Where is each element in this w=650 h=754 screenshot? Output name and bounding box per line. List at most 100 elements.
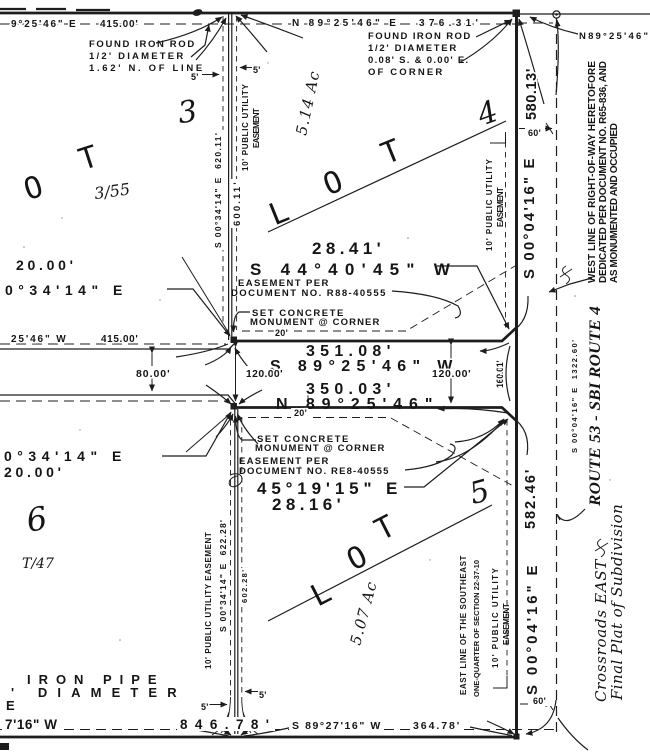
fan-ne-corner-3 xyxy=(554,19,561,96)
fan-top-corner-1 xyxy=(155,16,223,44)
fan-ne-corner-1 xyxy=(458,18,513,64)
monument-symbols xyxy=(0,9,609,750)
lot4-road-easement-bracket xyxy=(490,133,506,144)
fan-lot5-ne-2 xyxy=(435,420,504,463)
route-width-bottom: 60' xyxy=(533,696,546,706)
route-lot5-dist: 582.46' xyxy=(523,470,539,529)
leader-found-rod-left xyxy=(190,24,211,58)
easement-20-bottom: 20' xyxy=(294,408,307,418)
bottom-boundary-labels: 7'16" W 846.78' S 89°27'16" W 364.78' IR… xyxy=(3,672,461,734)
lot4-letter-o: O xyxy=(318,164,348,203)
street-east-width: 160.01' xyxy=(495,361,505,388)
east-quarter-note-2: ONE-QUARTER OF SECTION 22-37-10 xyxy=(472,560,481,697)
found-rod-right-note-3: 0.08' S. & 0.00' E. xyxy=(368,55,470,66)
leader-re8 xyxy=(404,443,456,471)
handwritten-title: Final Plat of Subdivision Crossroads EAS… xyxy=(592,503,626,702)
lot5-north-easement-dashed xyxy=(248,417,516,488)
corner-dist-2841: 28.41' xyxy=(312,239,382,258)
street-width-80: 80.00' xyxy=(136,368,170,380)
route-pue-top-2: EASEMENT xyxy=(496,187,505,227)
lot34-bearing-dist: S 00°34'14" E 620.11' xyxy=(213,133,223,248)
route-labels: S 00°04'16" E 580.13' 60' 10' PUBLIC UTI… xyxy=(459,61,620,708)
bottom-bearing-right: S 89°27'16" W xyxy=(292,720,381,732)
fan-sw-corner-3 xyxy=(215,413,234,438)
lot4-letter-t: T xyxy=(376,133,406,172)
street-width-left: 120.00' xyxy=(246,368,283,380)
street-width-right: 120.00' xyxy=(432,368,471,380)
fan-sw-corner-4 xyxy=(236,413,259,445)
line-break-loop xyxy=(228,473,243,488)
row-bearing-ne: N89°25'46" xyxy=(579,31,649,42)
fan-se-corner-1 xyxy=(486,720,515,735)
lot6-number: 6 xyxy=(23,499,50,540)
arrow-under-street-north xyxy=(479,342,510,354)
swoop-lot4-se xyxy=(510,295,529,333)
lot3-letter-o: O xyxy=(20,169,48,208)
easement-note-bot-1: EASEMENT PER xyxy=(239,456,329,467)
row-monument-circle xyxy=(552,10,561,19)
fan-nw-corner-1 xyxy=(204,346,232,366)
easement-lines xyxy=(242,132,516,690)
lot5-corner-labels: SET CONCRETE MONUMENT @ CORNER EASEMENT … xyxy=(239,434,397,514)
fan-ne-corner-2 xyxy=(518,18,545,105)
arc-se-corner xyxy=(525,699,557,736)
west-lower-label-1: 0°34'14" E xyxy=(4,448,125,464)
lot-underlines xyxy=(267,120,507,622)
lot4-letter-l: L xyxy=(264,194,294,233)
easement-note-2: DOCUMENT NO. R88-40555 xyxy=(231,288,386,299)
west-upper-label-2: 0°34'14" E xyxy=(5,282,126,298)
route-pue-top-1: 10' PUBLIC UTILITY xyxy=(485,159,494,251)
route-width-top: 60' xyxy=(528,128,541,138)
top-bearing-left: 9°25'46" E xyxy=(11,19,76,30)
route-row-note-3: AS MONUMENTED AND OCCUPIED xyxy=(609,123,620,283)
found-iron-rod-symbol xyxy=(192,9,203,16)
top-dist-right: 376.31' xyxy=(419,18,480,29)
set-monument-sw xyxy=(230,403,237,410)
lot34-offset-right: 5' xyxy=(253,65,261,75)
easement-note-1: EASEMENT PER xyxy=(238,278,329,289)
route-section-bearing: S 00°04'16" E 1322.60' xyxy=(570,340,579,453)
row-monument-dot xyxy=(555,13,558,16)
top-boundary-labels: 9°25'46" E 415.00' N 89°25'46" E 376.31'… xyxy=(9,16,649,78)
mid-dist: 415.00' xyxy=(101,334,138,345)
lot3-note: 3/55 xyxy=(93,179,131,203)
route-row-note-2: DEDICATED PER DOCUMENT NO. R65-836, AND xyxy=(598,61,609,283)
west-lower-label-2: 20.00' xyxy=(4,464,62,480)
leader-west-row-note xyxy=(548,277,593,293)
west-edge-labels: 20.00' 0°34'14" E 0°34'14" E 20.00' 25'4… xyxy=(4,257,171,480)
lot3-letter-t: T xyxy=(75,139,103,178)
lot5-letter-t: T xyxy=(369,509,401,548)
centerline-symbol-1 xyxy=(559,265,573,285)
leader-set-concrete-bottom xyxy=(232,415,256,441)
found-rod-left-note-2: 1/2' DIAMETER xyxy=(89,51,185,62)
title-line-1: Final Plat of Subdivision xyxy=(608,503,626,701)
set-monument-nw xyxy=(230,336,237,343)
mid-boundary-west-line-lower xyxy=(0,394,236,405)
leader-west-lower-label xyxy=(162,411,232,457)
lot3-number: 3 xyxy=(176,94,200,131)
fan-nw-corner-3 xyxy=(234,347,249,368)
found-rod-right-note-4: OF CORNER xyxy=(368,67,444,78)
centerline-symbol-2 xyxy=(594,538,609,558)
set-concrete-bot-2: MONUMENT @ CORNER xyxy=(255,443,385,454)
corner-bearing-4440: S 44°40'45" W xyxy=(250,260,455,279)
top-bearing-right: N 89°25'46" E xyxy=(292,18,398,29)
top-dist-left: 415.00' xyxy=(100,19,138,30)
arrow-over-street-south xyxy=(437,405,509,414)
leader-route-name xyxy=(556,508,586,522)
route-name: ROUTE 53 - SBI ROUTE 4 xyxy=(587,306,604,507)
lot6-note: T/47 xyxy=(22,556,54,572)
fan-top-corner-4 xyxy=(240,14,304,39)
leader-set-concrete-top xyxy=(230,311,250,333)
set-concrete-top-2: MONUMENT @ CORNER xyxy=(250,317,380,328)
fan-nw-corner-2 xyxy=(175,343,229,358)
found-rod-left-note-3: 1.62' N. OF LINE xyxy=(89,63,204,74)
lot4-south-easement-dashed xyxy=(242,265,516,332)
street-south-bearing: N 89°25'46" xyxy=(276,396,437,413)
found-rod-left-note-1: FOUND IRON ROD xyxy=(89,39,196,50)
scan-blot-sw xyxy=(0,743,9,750)
lot5-lot6-easement-dashed xyxy=(230,417,243,702)
diag-to-sw-corner xyxy=(185,412,232,453)
leader-found-rod-right xyxy=(475,19,512,38)
